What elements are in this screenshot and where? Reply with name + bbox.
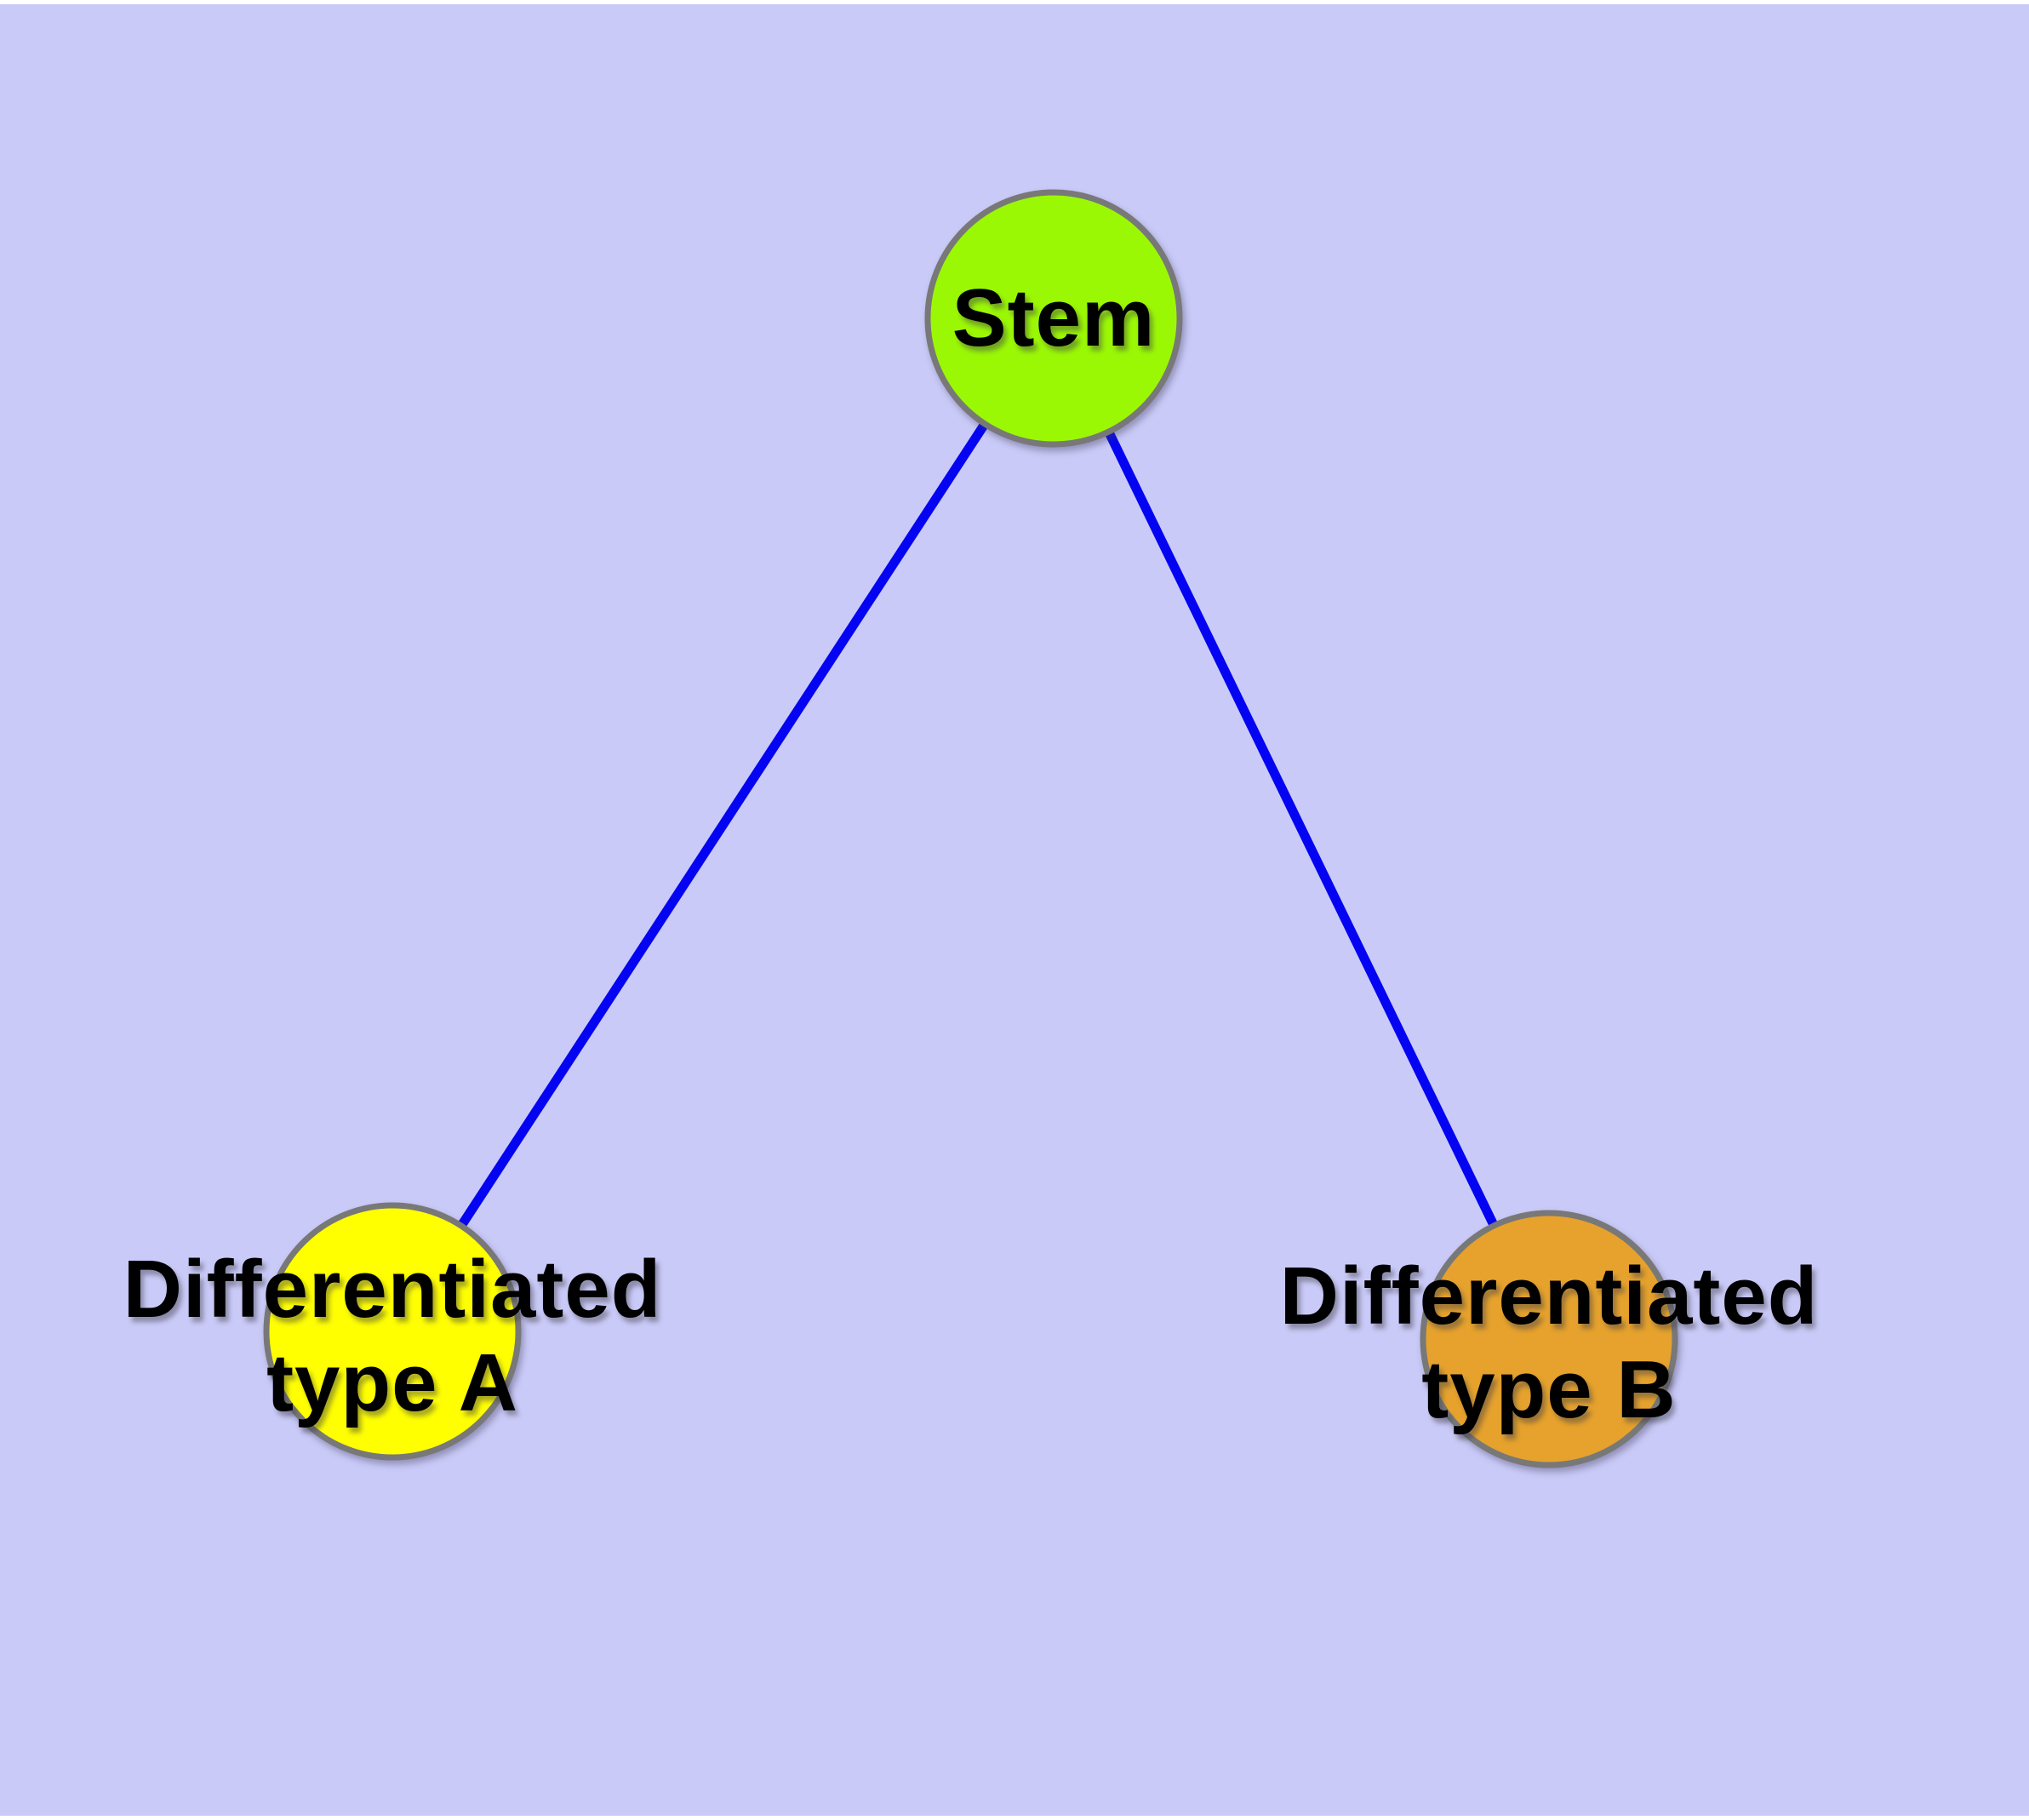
label-group: Stem Differentiated type A Differentiate…	[123, 272, 1819, 1435]
node-differentiated-type-a-label-line1: Differentiated	[123, 1244, 662, 1335]
node-differentiated-type-a-label-line2: type A	[266, 1337, 518, 1428]
edge-stem-to-type-b	[1049, 313, 1554, 1344]
node-differentiated-type-b-label-line2: type B	[1421, 1344, 1676, 1435]
edge-group	[387, 313, 1554, 1344]
node-stem-circle	[924, 189, 1183, 448]
node-differentiated-type-b-label-line1: Differentiated	[1280, 1251, 1819, 1342]
node-differentiated-type-b-circle	[1420, 1210, 1678, 1468]
node-group	[263, 189, 1678, 1468]
node-differentiated-type-a-circle	[263, 1202, 522, 1461]
edge-stem-to-type-a	[387, 313, 1059, 1336]
node-stem-label: Stem	[952, 272, 1156, 363]
